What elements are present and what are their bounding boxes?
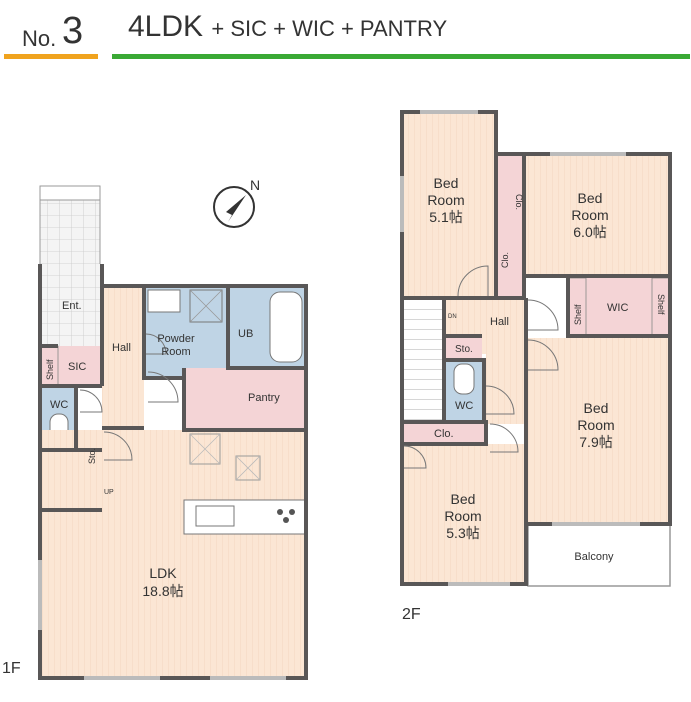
walls-2f: [400, 110, 672, 586]
label-hall-2f: Hall: [490, 316, 509, 328]
label-sic-shelf: Shelf: [45, 359, 55, 380]
pantry: [184, 368, 306, 430]
label-bed3-2: Room: [577, 417, 614, 433]
wc-door: [79, 389, 103, 413]
label-closet-c: Clo.: [434, 428, 454, 440]
plan-header: No. 3 4LDK + SIC + WIC + PANTRY: [0, 0, 691, 62]
plan-title-main: 4LDK: [128, 10, 204, 43]
label-powder-1: Powder: [157, 333, 195, 345]
washer-icon: [189, 289, 223, 323]
title-underline: [112, 54, 690, 59]
plan-number: No. 3: [4, 6, 98, 56]
compass: N: [213, 177, 260, 228]
storage-2f: [446, 336, 482, 360]
label-sic: SIC: [68, 361, 86, 373]
number-underline: [4, 54, 98, 59]
label-bed1-3: 5.1帖: [429, 209, 462, 225]
floor-1-plan: Ent. Hall Shelf SIC WC Sto. UP Powder Ro…: [38, 185, 308, 680]
label-bed2-1: Bed: [578, 190, 603, 206]
entrance-area: [40, 264, 102, 346]
ceiling-hatch-2: [235, 455, 261, 481]
label-bed3-1: Bed: [584, 400, 609, 416]
label-ldk-1: LDK: [149, 565, 177, 581]
bedroom-4: [402, 444, 526, 584]
closet-c: [402, 422, 486, 444]
bedroom-3: [526, 338, 670, 524]
label-powder-2: Room: [161, 346, 190, 358]
label-closet-b: Clo.: [500, 252, 510, 268]
label-wic: WIC: [607, 302, 628, 314]
label-ub: UB: [238, 328, 253, 340]
label-shelf-left: Shelf: [573, 304, 583, 325]
label-bed4-3: 5.3帖: [446, 525, 479, 541]
label-bed2-2: Room: [571, 207, 608, 223]
label-pantry: Pantry: [248, 392, 280, 404]
hall-door: [147, 371, 179, 403]
label-closet-a: Clo.: [514, 194, 524, 210]
closet-b: [498, 212, 524, 298]
floor-1-label: 1F: [2, 660, 21, 677]
stairs-2f: [401, 297, 445, 423]
balcony: [527, 523, 671, 587]
ceiling-hatch-1: [189, 433, 221, 465]
label-balcony: Balcony: [574, 551, 614, 563]
label-shelf-right: Shelf: [656, 294, 666, 315]
label-bed4-1: Bed: [451, 491, 476, 507]
bedroom-2: [526, 154, 670, 276]
north-arrow-icon: [226, 195, 246, 222]
label-bed3-3: 7.9帖: [579, 434, 612, 450]
label-wc-2f: WC: [455, 400, 473, 412]
plan-title: 4LDK + SIC + WIC + PANTRY: [128, 10, 447, 44]
closet-a: [498, 154, 524, 212]
stove-icon: [277, 509, 283, 515]
label-storage-2f: Sto.: [455, 344, 473, 355]
plan-number-value: 3: [62, 10, 84, 52]
floor-2-label: 2F: [402, 606, 421, 623]
powder-door: [145, 333, 167, 355]
label-bed1-1: Bed: [434, 175, 459, 191]
label-ldk-2: 18.8帖: [142, 583, 183, 599]
label-bed1-2: Room: [427, 192, 464, 208]
label-up: UP: [104, 489, 114, 496]
label-dn: DN: [448, 314, 457, 320]
label-storage-1f: Sto.: [87, 448, 97, 464]
label-entrance: Ent.: [62, 300, 82, 312]
bathtub-icon: [269, 291, 303, 363]
floor-2-plan: Bed Room 5.1帖 Bed Room 6.0帖 Clo. Clo. DN…: [400, 110, 672, 587]
label-bed4-2: Room: [444, 508, 481, 524]
plan-number-prefix: No.: [22, 26, 57, 51]
label-hall-1f: Hall: [112, 342, 131, 354]
washbasin-icon: [147, 289, 181, 313]
ldk-door: [103, 431, 133, 461]
compass-north-label: N: [250, 177, 260, 193]
sink-icon: [195, 505, 235, 527]
label-bed2-3: 6.0帖: [573, 224, 606, 240]
hall-1f: [102, 286, 144, 428]
label-wc-1f: WC: [50, 399, 68, 411]
porch-canopy: [39, 185, 101, 201]
plan-title-rest: + SIC + WIC + PANTRY: [211, 16, 448, 41]
toilet-2f-icon: [453, 363, 475, 395]
